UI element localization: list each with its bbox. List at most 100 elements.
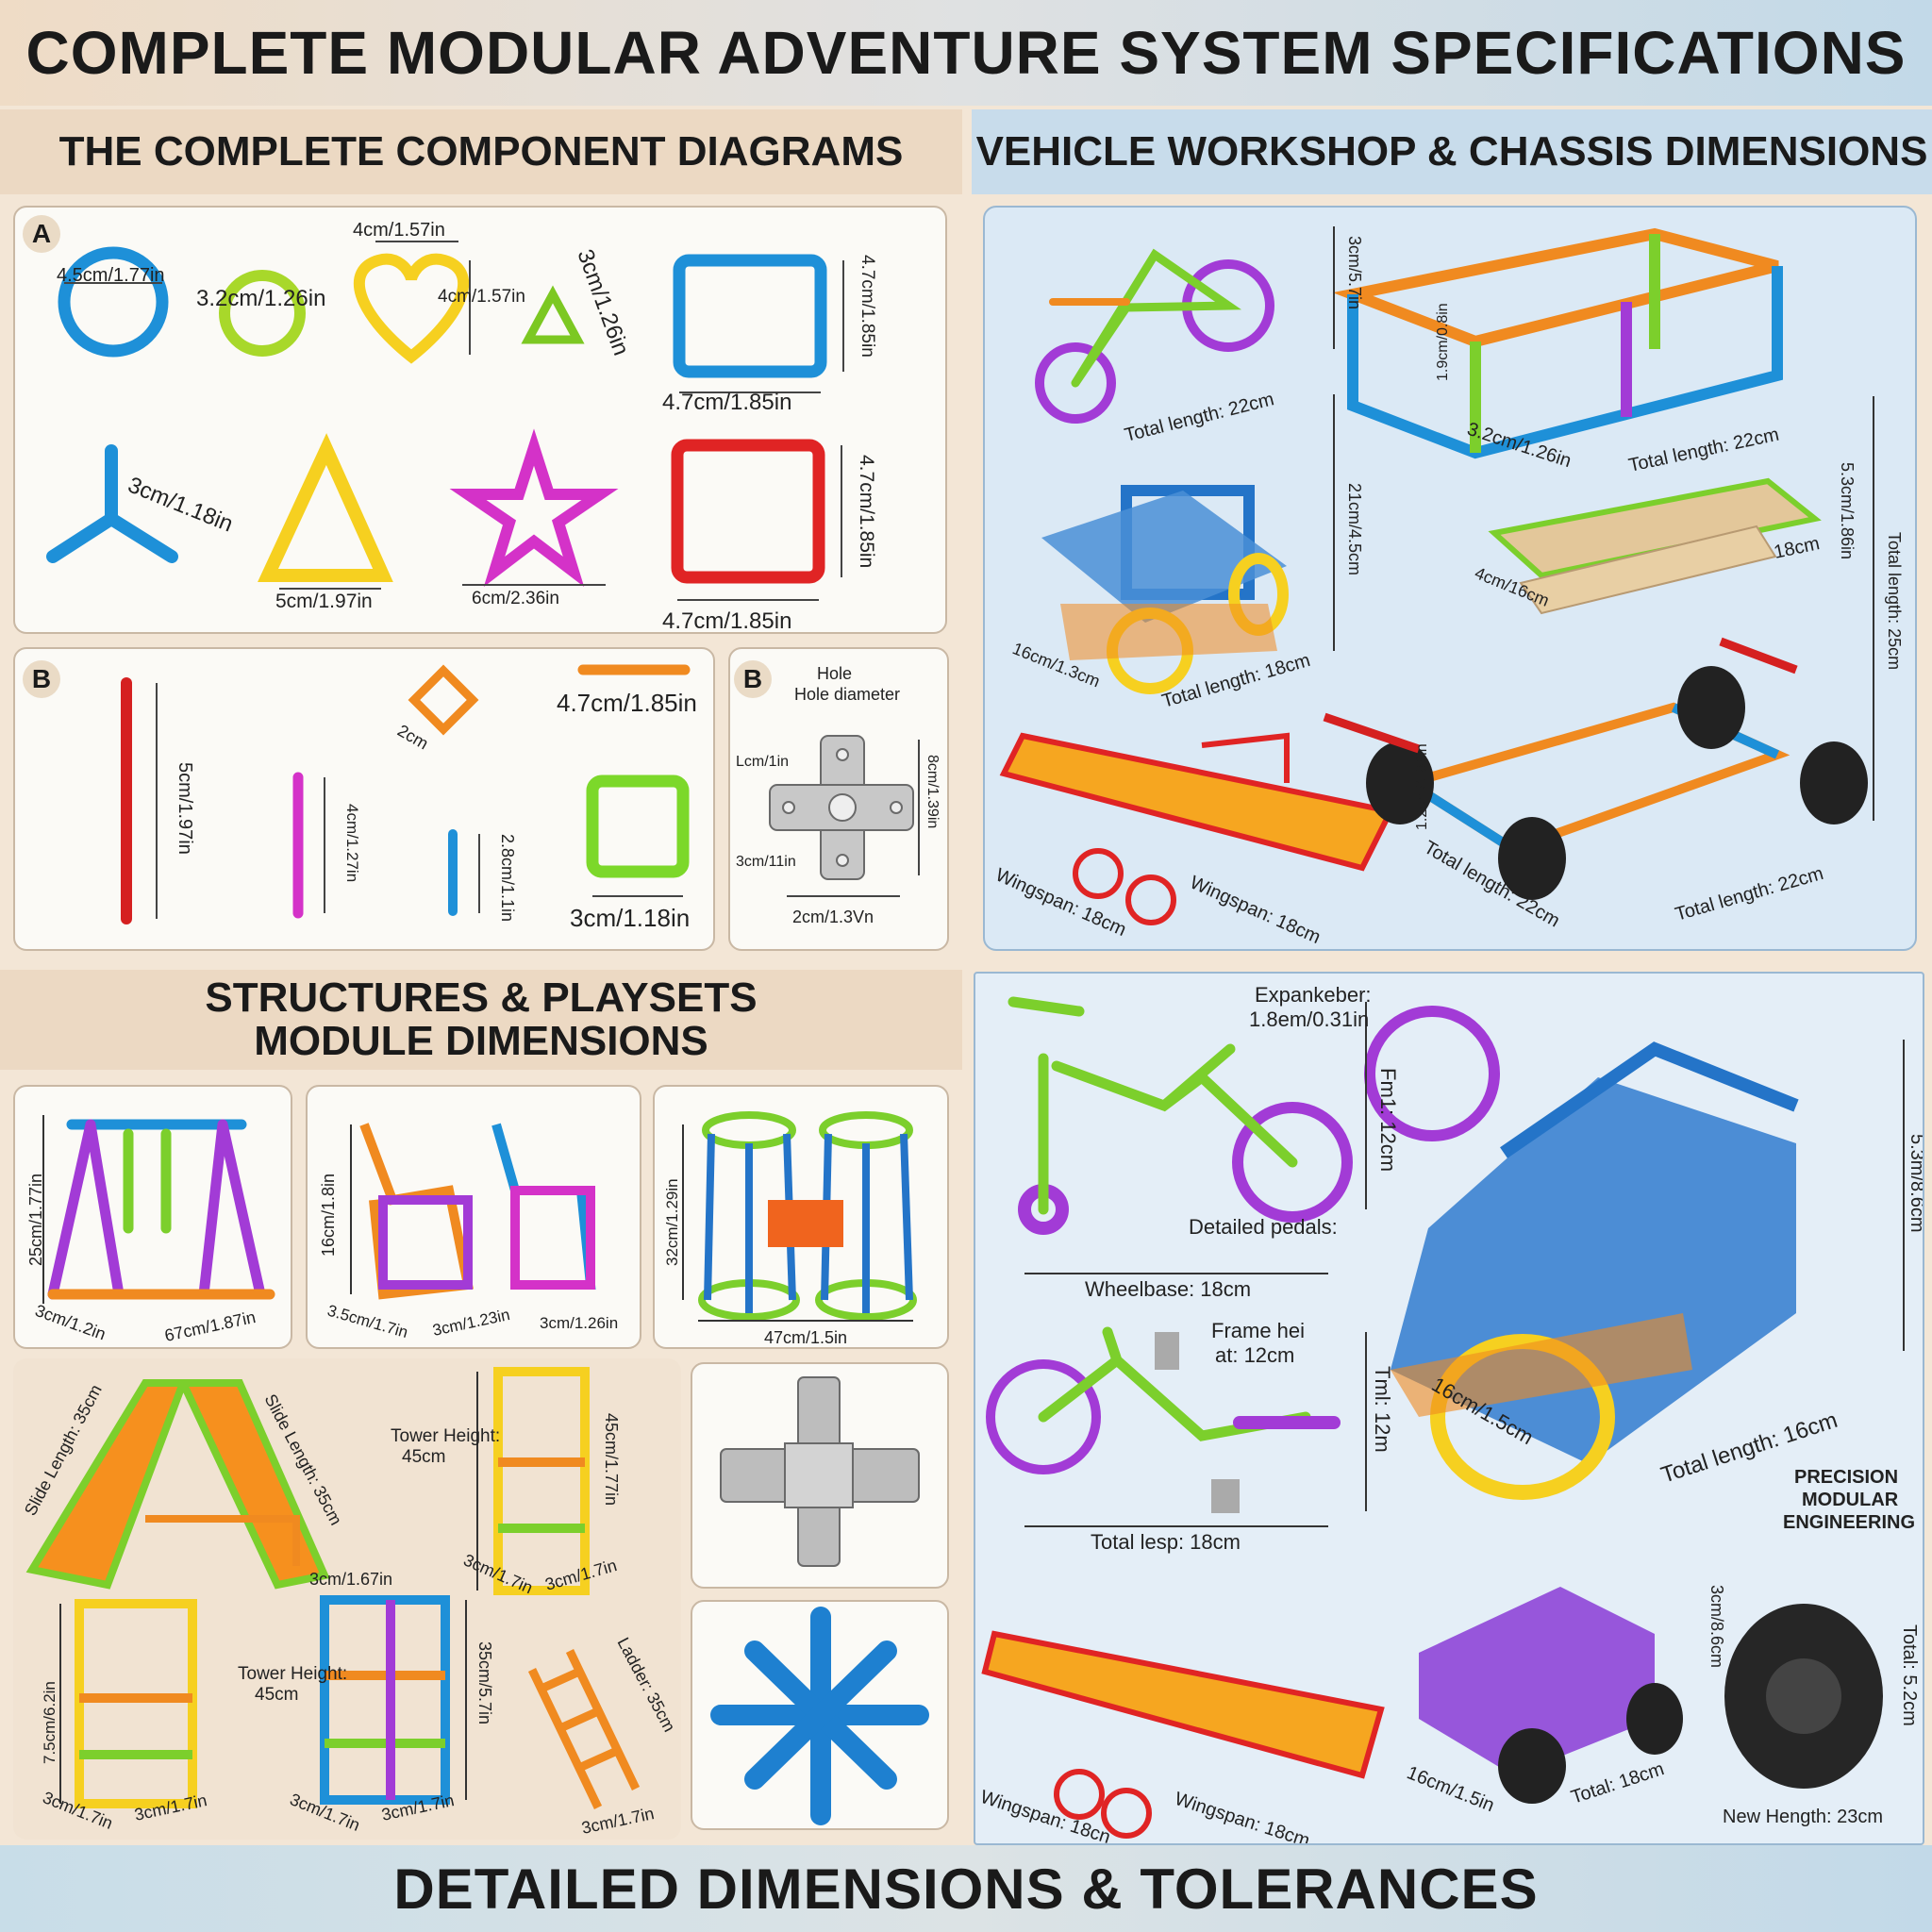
expander-value-label: 1.8em/0.31in [1249,1008,1369,1031]
tower-model [493,1367,590,1595]
chairs-drawing: 16cm/1.8in 3.5cm/1.7in 3cm/1.23in 3cm/1.… [319,1123,618,1341]
base-plate-model [1488,477,1822,615]
tower2-top-label: 3cm/1.67in [309,1570,392,1589]
wheel-total-label: Total: 5.2cm [1899,1624,1920,1726]
swing-width-label: 67cm/1.87in [163,1307,258,1345]
footer-title: DETAILED DIMENSIONS & TOLERANCES [0,1845,1932,1932]
panel-rods: B 5cm/1.97in 4cm/1.27in 2.8cm/1.1in 2cm … [13,647,715,951]
panel-a-drawing: 4.5cm/1.77in 3.2cm/1.26in 4cm/1.57in 4cm… [46,220,877,634]
ring-green-label: 3.2cm/1.26in [196,286,325,311]
cube-tower-model [75,1599,197,1808]
chair-width-label: 3cm/1.23in [431,1306,511,1340]
swing-model [47,1119,275,1300]
panel-b-drawing: 5cm/1.97in 4cm/1.27in 2.8cm/1.1in 2cm 4.… [121,664,697,932]
chassis-wheels-model [1323,637,1868,900]
blue-connector-drawing [710,1607,929,1825]
plane-wingspan-1-label: Wingspan: 18cm [992,864,1129,941]
panel-drums: 32cm/1.29in 47cm/1.5in [653,1085,949,1349]
gray-hub-connector [720,1376,920,1567]
section-header-components: THE COMPLETE COMPONENT DIAGRAMS [0,109,962,194]
tower-height-label: Tower Height: [391,1426,500,1446]
frame-hei-label: Frame hei [1211,1319,1305,1342]
plate-height-label: 5.3cm/1.86in [1838,462,1857,559]
big-tractor-model [1391,1041,1799,1500]
panel-gray-connector [691,1362,949,1589]
brand-line-2: MODULAR [1802,1490,1899,1510]
connector-right-label: 8cm/1.39in [924,755,941,828]
wheelbase-label: Wheelbase: 18cm [1085,1277,1251,1301]
small-tractor-width-label: 16cm/1.5in [1404,1762,1497,1816]
lower-structures-drawing: Slide Length: 35cm Slide Length: 35cm To… [21,1367,679,1838]
pedal-bike-model [986,1326,1341,1513]
brand-line-3: ENGINEERING [1783,1512,1915,1533]
ring-blue-label: 4.5cm/1.77in [57,265,165,286]
cube-width-label: 3cm/1.7in [133,1790,208,1824]
swing-depth-label: 3cm/1.2in [33,1301,108,1343]
side-height-label: Tml: 12m [1371,1366,1394,1453]
panel-chairs: 16cm/1.8in 3.5cm/1.7in 3cm/1.23in 3cm/1.… [306,1085,641,1349]
tractor-height-label-2: 5.3m/8.6cm [1907,1134,1924,1232]
drum-height-label: 32cm/1.29in [663,1178,681,1266]
triangle-big-label: 5cm/1.97in [275,591,373,612]
panel-b2-badge: B [734,660,772,698]
connector-left-label: Lcm/1in [736,754,789,770]
swing-height-label: 25cm/1.77in [26,1174,45,1266]
red-square [671,439,825,584]
tower2-vertical-label: 35cm/5.7in [475,1641,494,1724]
hole-diameter-label-1: Hole [817,664,852,683]
rect-blue-width-label: 4.7cm/1.85in [662,390,791,415]
orange-small-square [408,664,479,736]
drums-model [698,1111,917,1321]
chairs-model [359,1123,596,1300]
small-tractor-height-label: 3cm/8.6cm [1707,1585,1726,1668]
red-rod-label: 5cm/1.97in [175,762,195,855]
frame-height-label: Fm1: 12cm [1376,1068,1400,1172]
bike-model [1035,248,1274,424]
drum-width-label: 47cm/1.5in [764,1328,847,1347]
bike-height-label: 3cm/5.7in [1345,236,1364,309]
green-triangle-small [521,285,585,344]
section-header-structures: STRUCTURES & PLAYSETS MODULE DIMENSIONS [0,970,962,1070]
frame-side-label: 1.9cm/0.8in [1435,303,1451,381]
connector-label: 3cm/1.18in [125,473,237,538]
page-title: COMPLETE MODULAR ADVENTURE SYSTEM SPECIF… [0,0,1932,106]
plane-wingspan-2-label: Wingspan: 18cm [1187,872,1324,948]
tractor-height-label: 21cm/4.5cm [1345,483,1364,575]
chassis-length-2-label: Total length: 22cm [1673,863,1825,925]
panel-b2-drawing: Hole Hole diameter Lcm/1in 8cm/1.39in 3c… [736,664,941,926]
tower2-height-value: 45cm [255,1685,298,1705]
square-red-width-label: 4.7cm/1.85in [662,608,791,634]
blue-hub-connector [710,1607,929,1825]
expander-label: Expankeber: [1255,983,1372,1007]
bike-length-label: Total length: 22cm [1123,389,1276,446]
section-header-vehicle: VEHICLE WORKSHOP & CHASSIS DIMENSIONS [972,109,1932,194]
heart-side-label: 4cm/1.57in [438,287,525,307]
gray-connector-drawing [720,1376,920,1567]
green-square-label: 3cm/1.18in [570,904,690,932]
pedals-label: Detailed pedals: [1189,1215,1338,1239]
chassis-height-label: 1.2cm/1.86in [1414,743,1430,830]
total-length-right-label: Total length: 25cm [1885,532,1904,670]
engineering-drawing: Expankeber: 1.8em/0.31in Fm1: 12cm Detai… [977,983,1924,1845]
vehicle-drawing: 3cm/5.7in Total length: 22cm 1.9cm/0.8in… [992,226,1904,948]
heart-top-label: 4cm/1.57in [353,220,445,241]
panel-connector-hole: B Hole Hole diameter Lcm/1in 8cm/1.39in … [728,647,949,951]
gray-cross-connector [769,735,914,880]
panel-vehicle-workshop: 3cm/5.7in Total length: 22cm 1.9cm/0.8in… [983,206,1917,951]
slide-model [25,1379,330,1590]
wheel-length-label: New Hength: 23cm [1723,1807,1883,1827]
chair-height-label: 16cm/1.8in [319,1174,338,1257]
pink-rod-label: 4cm/1.27in [343,804,361,882]
green-bike-model [1008,996,1353,1235]
small-tractor-total-label: Total: 18cm [1569,1758,1667,1808]
panel-a-dimension-lines [64,241,844,601]
panel-component-shapes: A 4.5cm/1.77in 3.2cm/1.26in 4cm/1.57in 4… [13,206,947,634]
panel-b-badge: B [23,660,60,698]
plane-wingspan-label-4: Wingspan: 18cm [1172,1789,1311,1845]
chair-depth-label: 3.5cm/1.7in [325,1302,410,1341]
panel-a-badge: A [23,215,60,253]
blue-rectangle [673,254,827,378]
orange-stick-label: 4.7cm/1.85in [557,689,697,717]
brand-line-1: PRECISION [1794,1467,1898,1488]
pink-star [449,428,619,588]
